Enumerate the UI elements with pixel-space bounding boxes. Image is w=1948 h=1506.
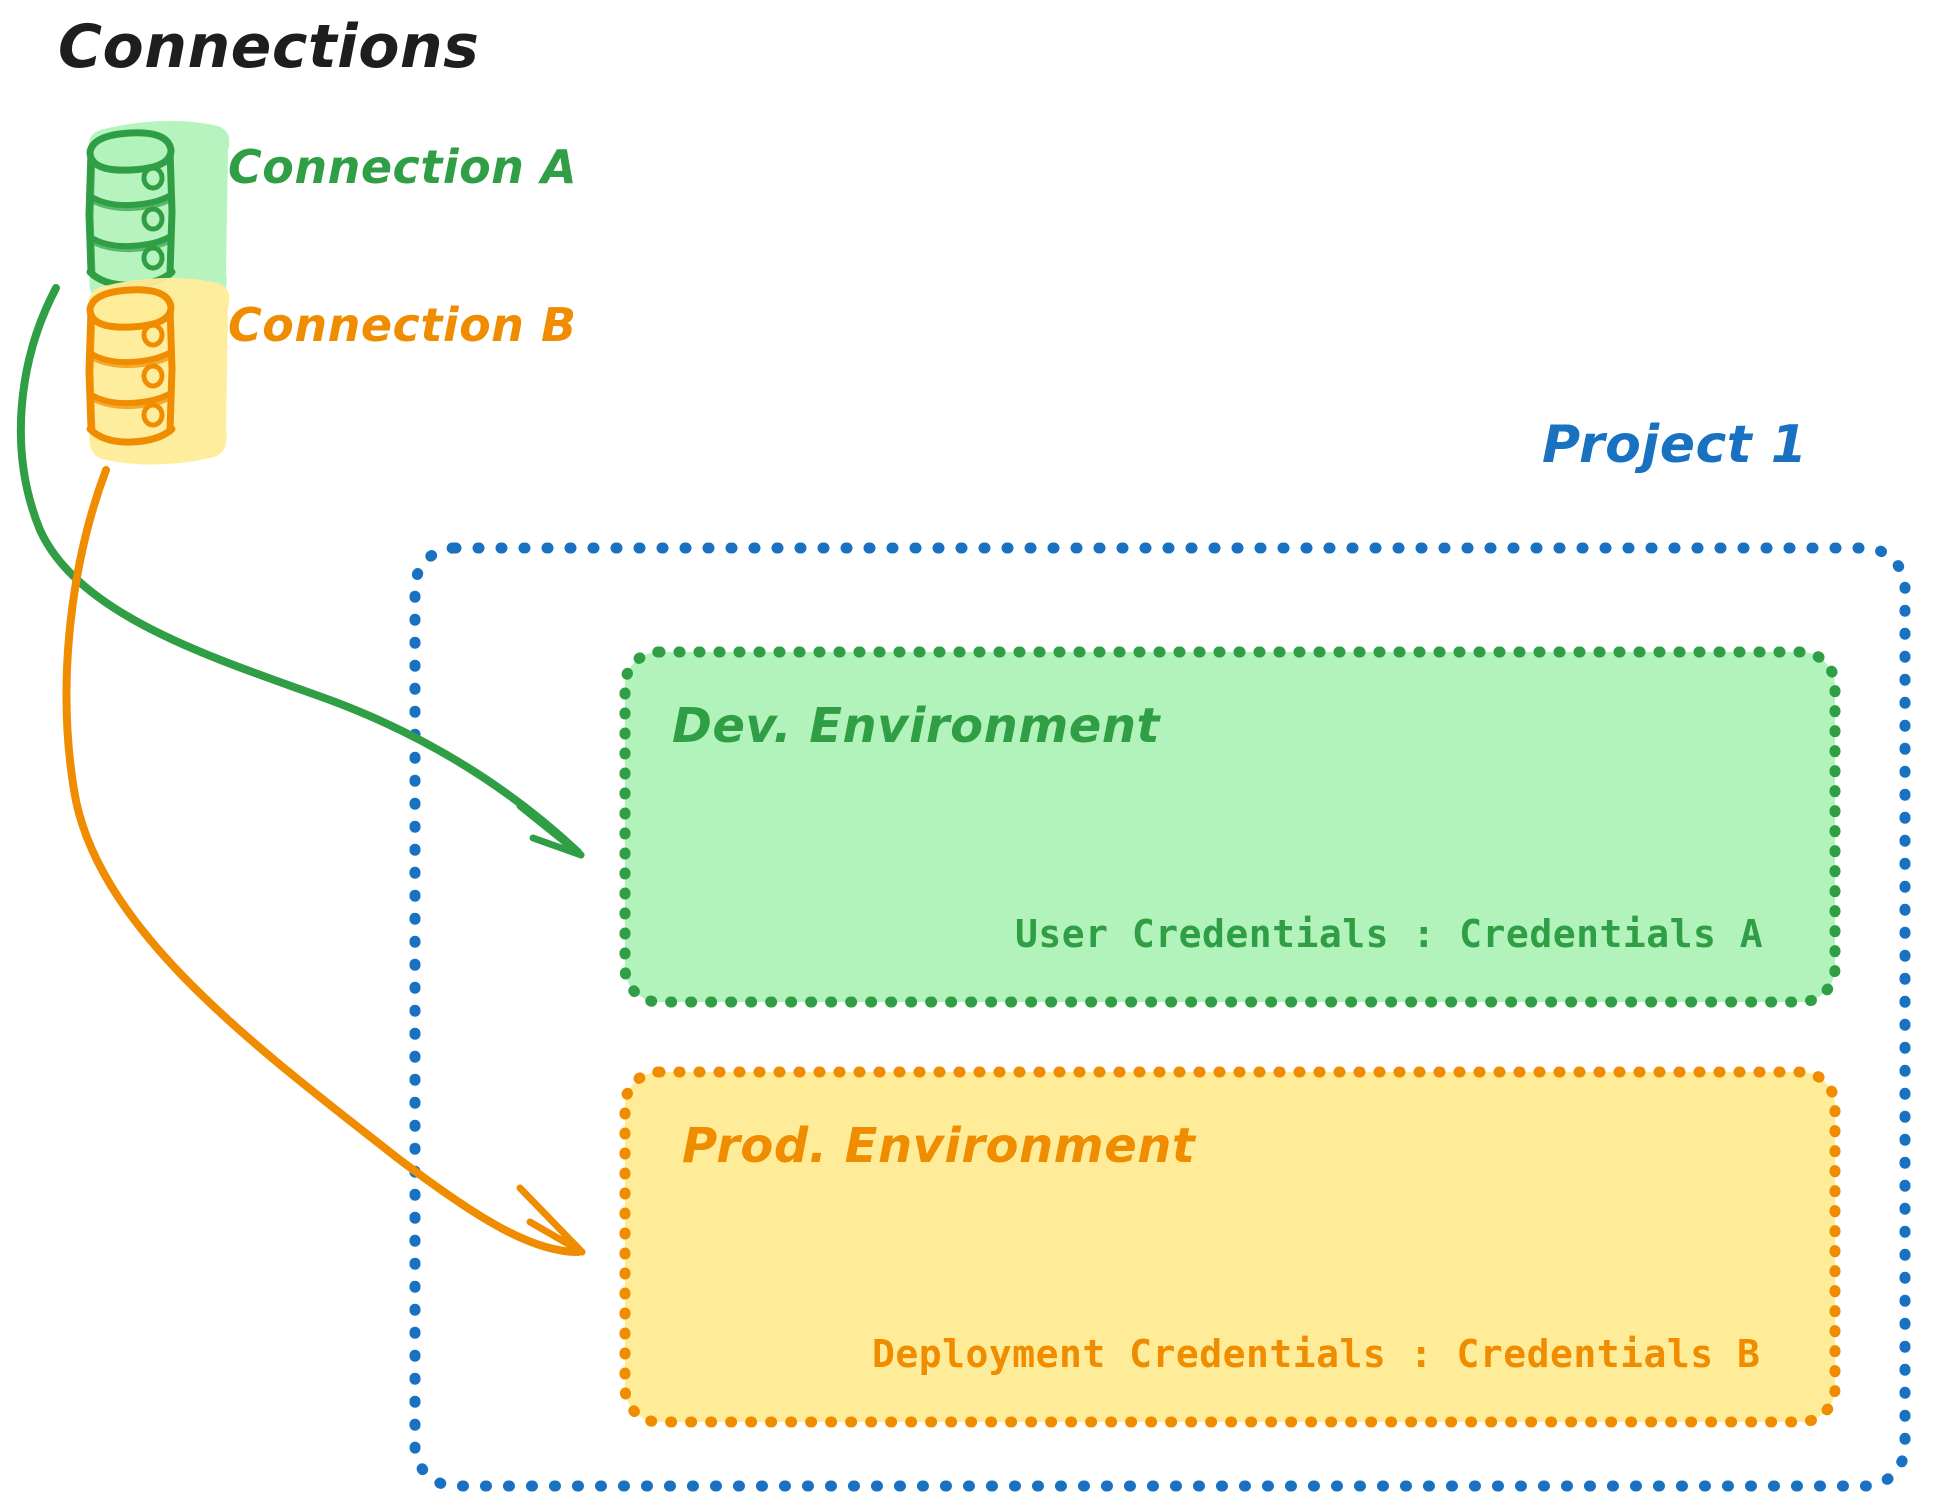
prod-environment-title: Prod. Environment	[682, 1118, 1196, 1174]
dev-environment-box[interactable]	[619, 646, 1841, 1008]
arrow-connection-a-to-dev	[16, 284, 585, 859]
page-title: Connections	[58, 12, 480, 82]
dev-environment-title: Dev. Environment	[672, 698, 1160, 754]
connection-a-label[interactable]: Connection A	[228, 140, 578, 194]
dev-environment-detail: User Credentials : Credentials A	[1015, 912, 1764, 956]
connection-b-label[interactable]: Connection B	[228, 298, 577, 352]
prod-environment-box[interactable]	[619, 1066, 1841, 1428]
prod-environment-detail: Deployment Credentials : Credentials B	[872, 1332, 1761, 1376]
arrow-connection-b-to-prod	[62, 466, 586, 1256]
project-1-label: Project 1	[1542, 415, 1808, 475]
database-cylinder-icon-connection-b[interactable]	[85, 277, 230, 465]
